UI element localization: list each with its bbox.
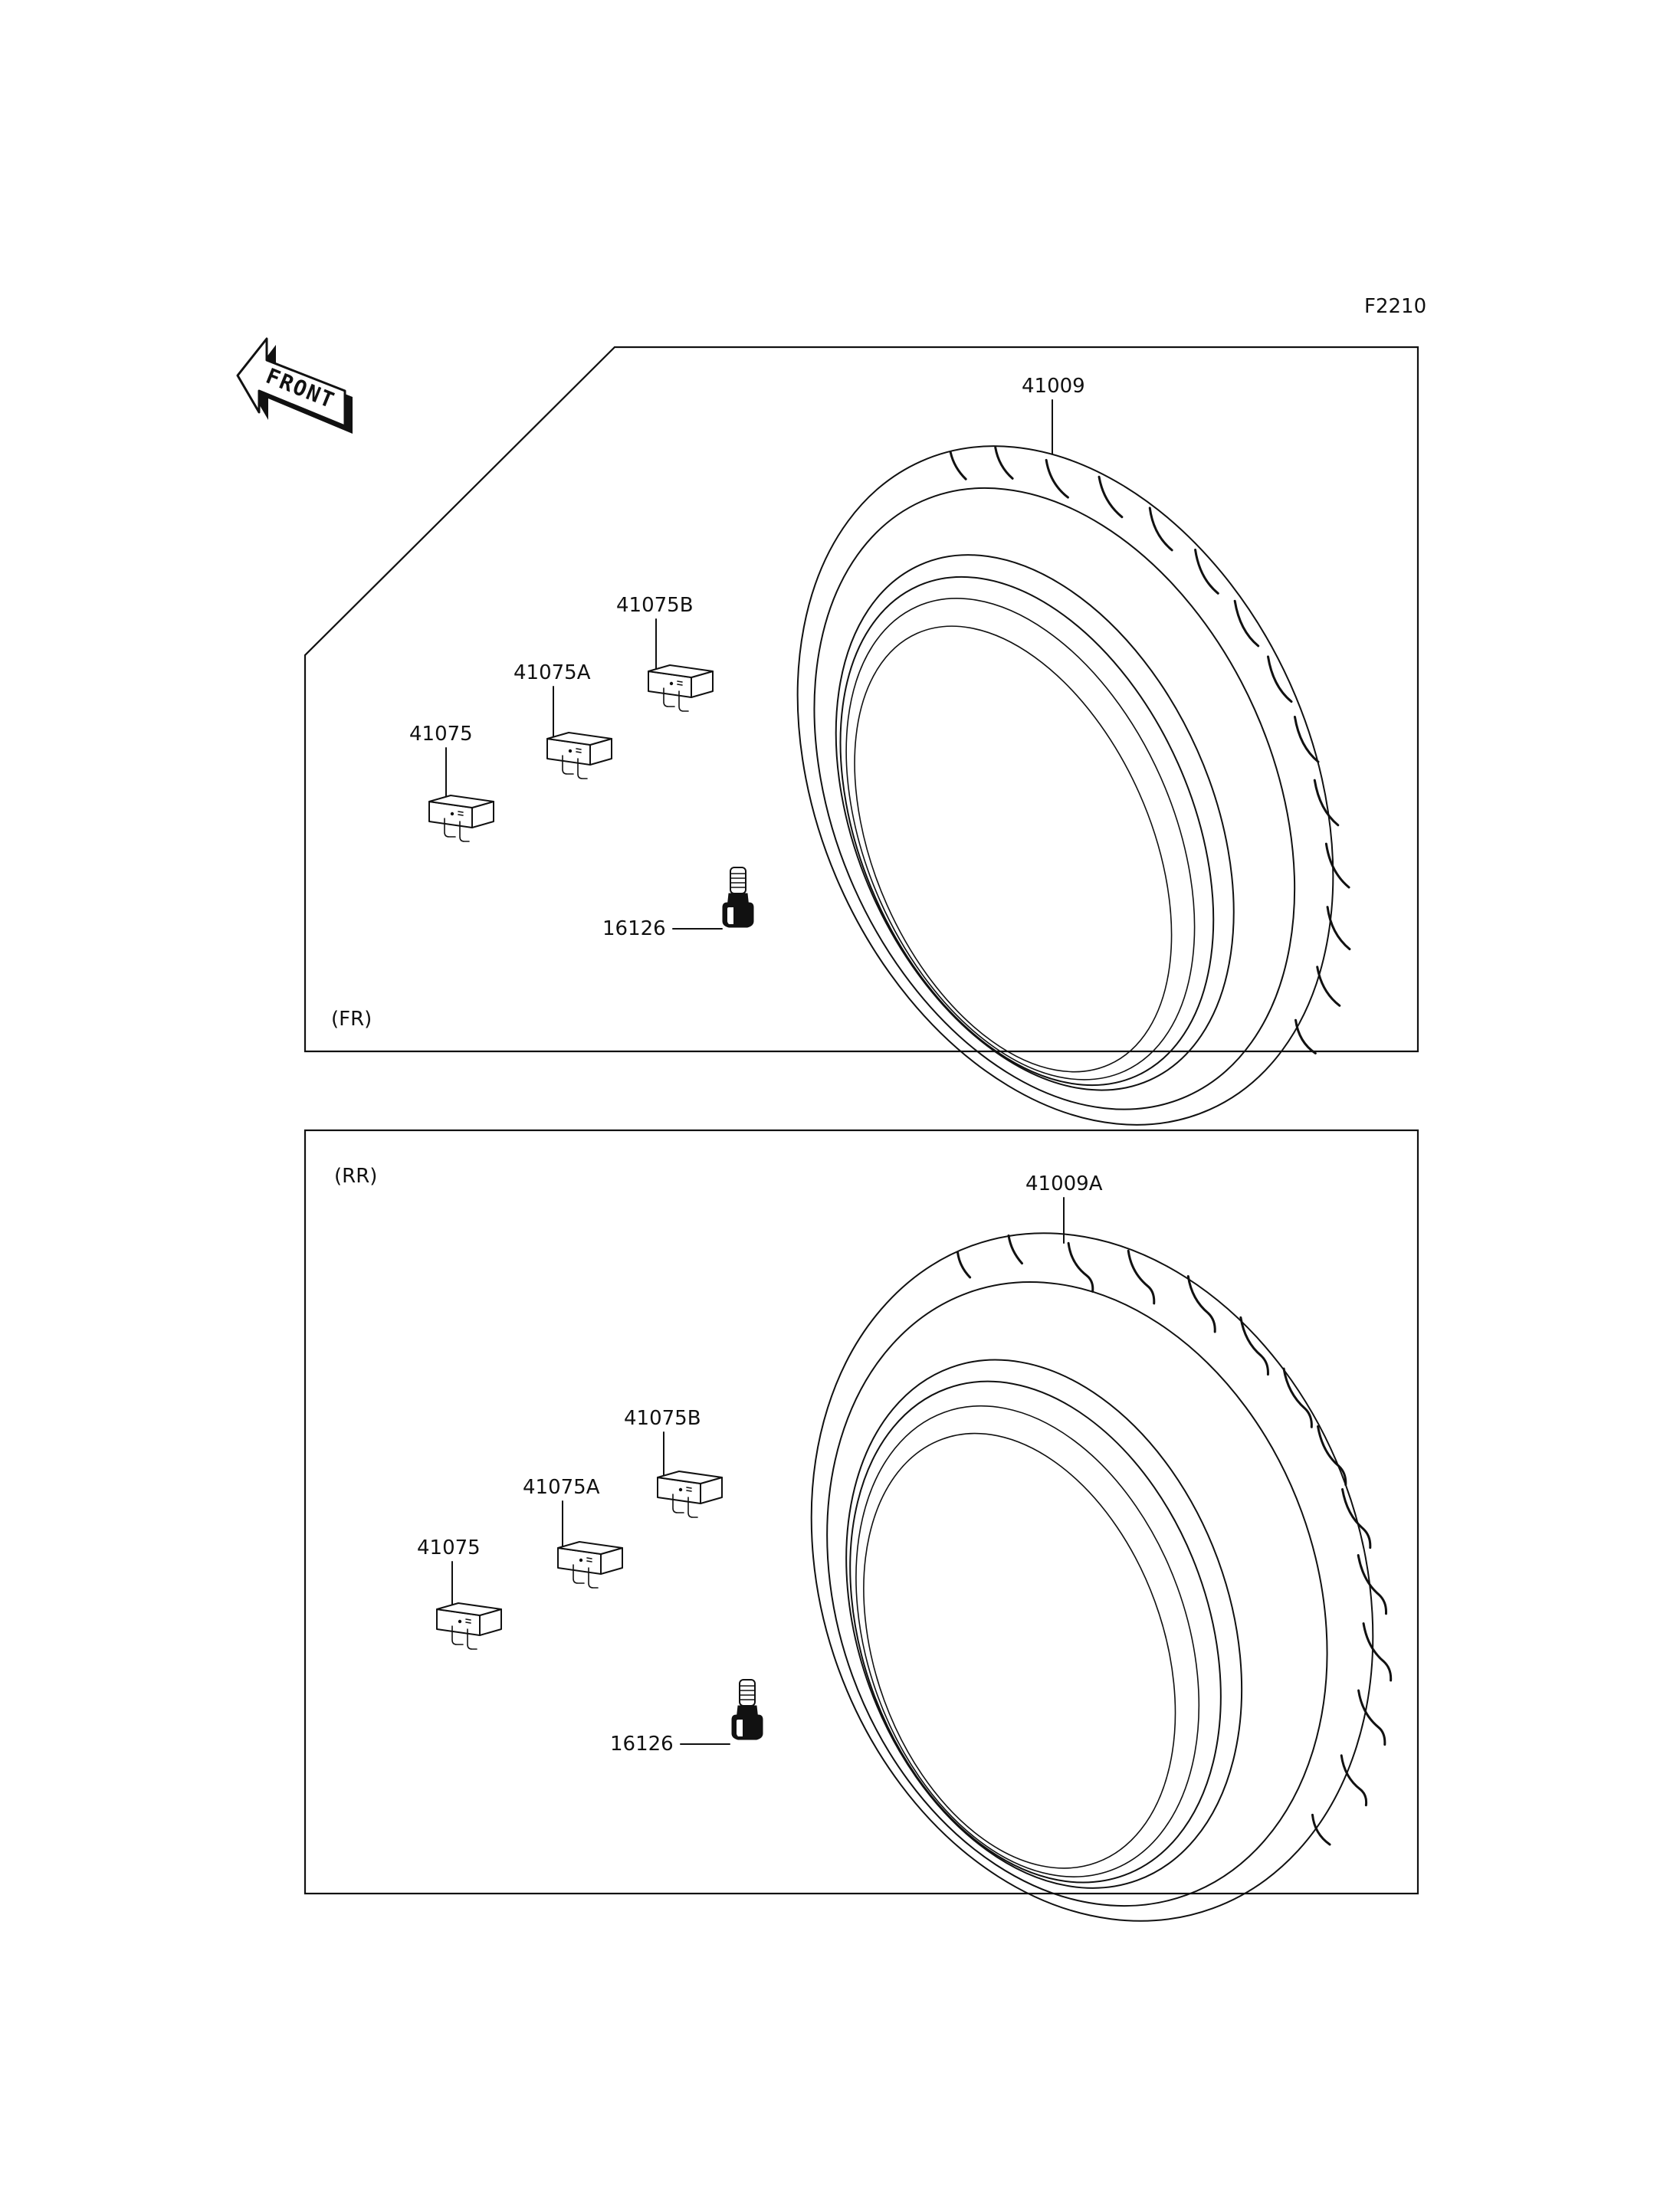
tire-icon (796, 445, 1351, 1126)
rear-panel: (RR) (304, 1129, 1419, 1922)
tire-valve-icon (722, 867, 754, 928)
tire-icon (810, 1232, 1393, 1922)
weight-part-label: 41075 (409, 723, 473, 746)
rear-panel-frame (304, 1129, 1419, 1895)
balance-weight-icon (428, 795, 494, 842)
front-panel: 41009 41075B 41075A 41075 16126 (FR) (304, 346, 1419, 1126)
weight-part-label: 41075 (417, 1536, 481, 1559)
front-panel-frame (304, 346, 1419, 1053)
balance-weight-icon (657, 1471, 723, 1518)
tire-part-label: 41009A (1025, 1172, 1103, 1195)
balance-weight-icon (648, 664, 714, 712)
valve-part-label: 16126 (602, 917, 666, 940)
front-arrow-icon: FRONT (236, 337, 353, 434)
balance-weight-icon (557, 1541, 623, 1589)
balance-weight-icon (436, 1602, 502, 1650)
tire-part-label: 41009 (1022, 375, 1085, 398)
balance-weight-icon (546, 732, 612, 779)
section-label: (RR) (334, 1165, 377, 1188)
weight-b-part-label: 41075B (616, 594, 694, 617)
figure-code: F2210 (1364, 295, 1426, 318)
weight-a-part-label: 41075A (523, 1476, 600, 1499)
valve-part-label: 16126 (610, 1733, 674, 1756)
weight-b-part-label: 41075B (624, 1407, 701, 1430)
section-label: (FR) (331, 1008, 372, 1031)
weight-a-part-label: 41075A (514, 661, 591, 684)
tire-valve-icon (731, 1679, 763, 1740)
